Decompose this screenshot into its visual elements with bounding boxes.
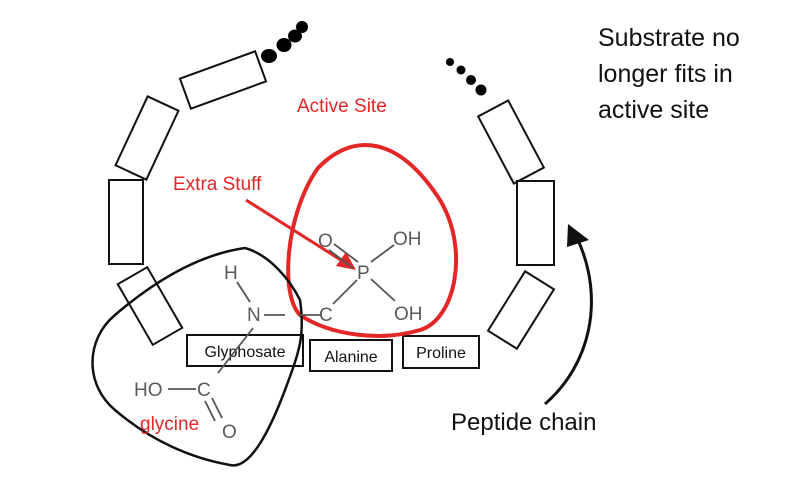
glyphosate-box	[186, 334, 304, 367]
peptide-chain-label: Peptide chain	[451, 409, 596, 436]
atom-h: H	[224, 263, 238, 284]
note-line-1: Substrate no	[598, 24, 740, 52]
right-chain-box-3	[486, 269, 556, 351]
atom-c-carboxyl: C	[197, 380, 211, 401]
atom-o-double: O	[318, 231, 333, 252]
glyphosate-atoms: O OH P OH C H N HO C O	[134, 229, 423, 443]
extra-stuff-label: Extra Stuff	[173, 174, 262, 195]
atom-o-carboxyl: O	[222, 422, 237, 443]
left-chain-box-3	[108, 179, 144, 265]
atom-oh-bottom: OH	[394, 304, 423, 325]
atom-oh-top: OH	[393, 229, 422, 250]
substrate-outline	[91, 246, 304, 467]
alanine-label: Alanine	[324, 349, 377, 366]
right-chain-dots	[446, 58, 487, 96]
glyphosate-bonds	[168, 243, 396, 422]
note-line-2: longer fits in	[598, 60, 733, 88]
active-site-outline	[286, 143, 459, 338]
left-peptide-chain	[108, 50, 268, 347]
substrate-note: Substrate no longer fits in active site	[598, 20, 740, 128]
atom-n: N	[247, 305, 261, 326]
atom-p: P	[357, 263, 370, 284]
proline-box	[402, 335, 480, 369]
atom-ho: HO	[134, 380, 163, 401]
residue-row: Glyphosate Alanine Proline	[186, 334, 480, 372]
atom-c: C	[319, 305, 333, 326]
right-peptide-chain	[476, 99, 556, 351]
note-line-3: active site	[598, 96, 710, 124]
left-chain-box-4	[116, 265, 184, 347]
left-chain-box-2	[114, 95, 180, 181]
right-chain-box-1	[476, 99, 546, 185]
alanine-box	[309, 339, 393, 372]
extra-stuff-arrow	[245, 198, 356, 270]
left-chain-dots	[261, 21, 308, 63]
glycine-label: glycine	[140, 414, 199, 435]
left-chain-box-1	[178, 50, 268, 110]
peptide-chain-arrow	[544, 224, 593, 406]
proline-label: Proline	[416, 345, 466, 362]
glyphosate-label: Glyphosate	[205, 344, 286, 361]
right-chain-box-2	[516, 180, 555, 266]
active-site-label: Active Site	[297, 96, 387, 117]
